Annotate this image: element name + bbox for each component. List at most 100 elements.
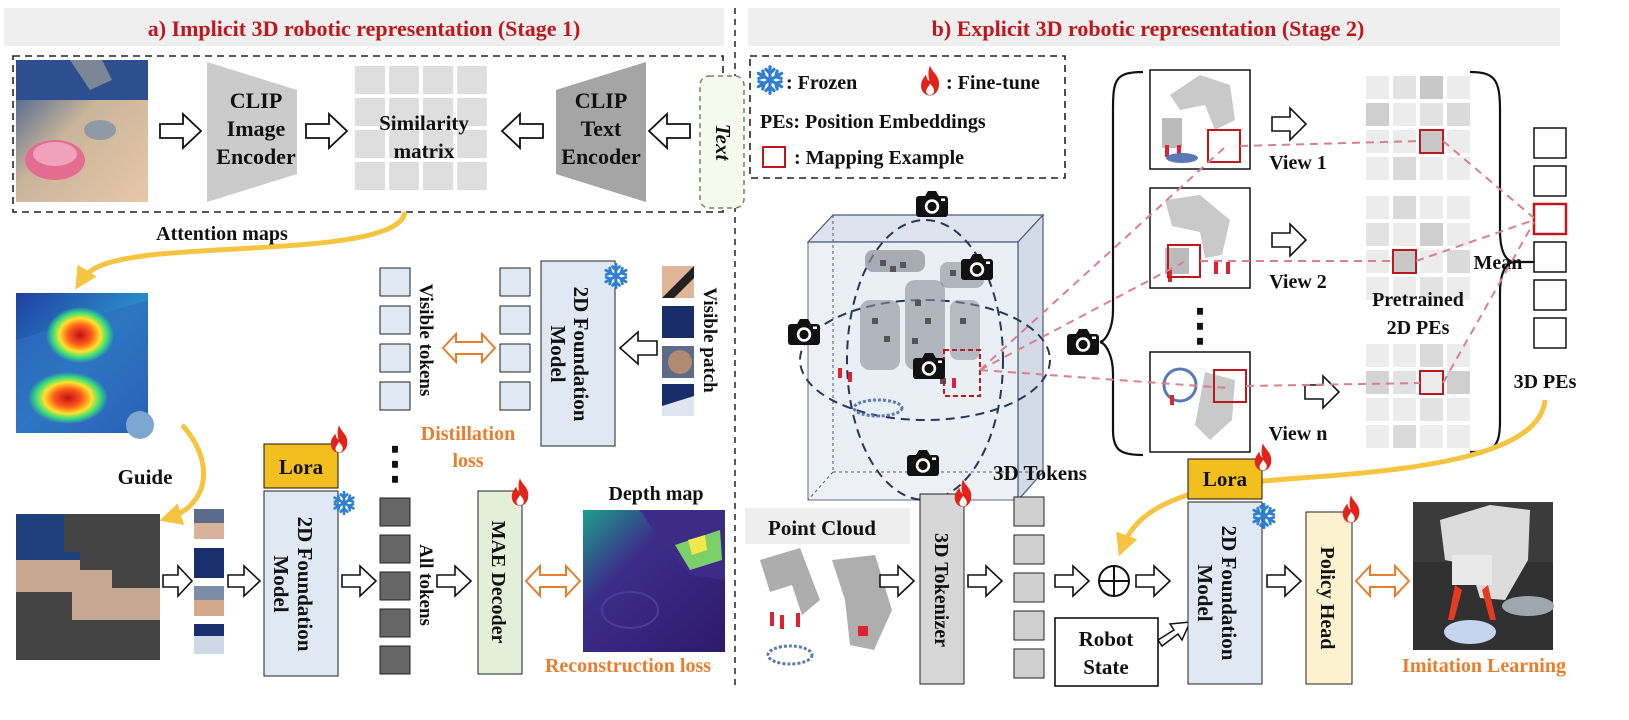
arrow-view1-to-pe: [1271, 106, 1308, 142]
legend-frozen: : Frozen: [786, 72, 857, 94]
lora-box-a: [263, 443, 339, 489]
legend-fine-tune: : Fine-tune: [946, 72, 1040, 94]
robot-state-line1: Robot: [1079, 627, 1134, 651]
input-image: [16, 60, 148, 202]
views-dots: ⋮: [1178, 301, 1222, 350]
all-tokens-column: [379, 497, 411, 675]
visible-patch-label: Visible patch: [699, 287, 720, 393]
clip-text-encoder-line1: CLIP: [575, 88, 628, 113]
views-bracket: [1099, 70, 1144, 457]
circle-plus-icon: [1098, 565, 1130, 597]
masked-patches: [194, 509, 224, 654]
foundation-model-a-top-line2: Model: [546, 325, 570, 382]
tokens-3d-column: [1013, 496, 1045, 679]
mean-label: Mean: [1474, 252, 1523, 274]
clip-dashed-box: [12, 55, 724, 213]
distillation-loss-line1: Distillation: [421, 423, 515, 445]
attention-maps-label: Attention maps: [156, 223, 288, 245]
foundation-model-a-top-line1: 2D Foundation: [569, 287, 593, 422]
reconstruction-double-arrow: [524, 563, 582, 599]
policy-head: [1305, 511, 1353, 685]
tokenizer-3d: [919, 493, 965, 685]
panel-a-title: a) Implicit 3D robotic representation (S…: [148, 16, 581, 41]
mapping-lines: [979, 140, 1535, 389]
point-cloud-label: Point Cloud: [768, 516, 876, 540]
arrow-image-to-encoder: [159, 111, 203, 151]
clip-text-encoder-line3: Encoder: [561, 144, 641, 169]
lora-label-b: Lora: [1203, 467, 1248, 491]
foundation-model-b: [1187, 501, 1263, 685]
clip-image-encoder-line3: Encoder: [216, 144, 296, 169]
imitation-learning-label: Imitation Learning: [1402, 655, 1566, 677]
arrow-patches-to-model: [227, 564, 262, 598]
foundation-model-b-line2: Model: [1193, 564, 1217, 621]
distillation-double-arrow: [441, 331, 497, 365]
pretrained-pes-line2: 2D PEs: [1387, 317, 1450, 339]
clip-image-encoder-line2: Image: [227, 116, 286, 141]
point-cloud-image: [760, 548, 892, 666]
arrow-text-encoder-to-matrix: [500, 111, 544, 151]
lora-label-a: Lora: [279, 455, 324, 479]
similarity-matrix-line1: Similarity: [379, 111, 469, 135]
arrow-viewn-to-pe: [1304, 374, 1341, 410]
token-ellipsis-a: ⋮: [373, 439, 417, 488]
panel-b-title: b) Explicit 3D robotic representation (S…: [932, 16, 1365, 41]
view-image-2: [1149, 187, 1251, 289]
foundation-model-a-bottom-line2: Model: [269, 555, 293, 612]
arrow-robotstate-to-model: [1156, 621, 1192, 648]
pe-grid-1: [1366, 76, 1470, 180]
arrow-view2-to-pe: [1271, 222, 1308, 258]
robot-state-box: [1054, 617, 1159, 687]
attention-arrow: [75, 211, 408, 290]
foundation-model-a-bottom: [263, 490, 339, 677]
attention-heatmap: [16, 293, 154, 439]
text-input-label: Text: [711, 124, 735, 162]
pretrained-pes-line1: Pretrained: [1372, 289, 1464, 311]
legend-pes: PEs: Position Embeddings: [760, 111, 986, 133]
similarity-matrix-grid: [355, 66, 487, 190]
pes-3d-column: [1532, 127, 1568, 349]
flame-icon: [330, 425, 348, 453]
arrow-patch-to-model: [618, 330, 658, 366]
flame-icon: [511, 478, 529, 506]
depth-map-label: Depth map: [608, 483, 703, 505]
arrow-plus-to-model: [1135, 564, 1172, 598]
flame-icon: [1254, 443, 1272, 471]
masked-image: [16, 514, 160, 660]
robot-photo: [1413, 502, 1554, 650]
all-tokens-label: All tokens: [415, 544, 436, 626]
guide-arrow: [159, 423, 207, 525]
arrow-tokens-to-plus: [1054, 564, 1091, 598]
pes-3d-label: 3D PEs: [1514, 371, 1577, 393]
depth-map-image: [583, 510, 725, 652]
arrow-encoder-to-matrix: [305, 111, 349, 151]
view-label-2: View 2: [1269, 271, 1327, 293]
clip-image-encoder-line1: CLIP: [230, 88, 283, 113]
mae-decoder: [477, 490, 523, 675]
arrow-pointcloud-to-tokenizer: [879, 564, 916, 598]
visible-patch-images: [662, 266, 694, 416]
arrow-text-to-encoder: [647, 111, 691, 151]
view-image-n: [1149, 351, 1251, 453]
view-label-n: View n: [1269, 423, 1328, 445]
arrow-model-to-tokens: [341, 564, 378, 598]
pe-grid-2: [1366, 196, 1470, 300]
foundation-model-b-line1: 2D Foundation: [1217, 526, 1241, 661]
snowflake-icon: [756, 65, 784, 95]
camera-icon: [1067, 329, 1099, 355]
reconstruction-loss-label: Reconstruction loss: [545, 655, 711, 677]
arrow-tokens-to-decoder: [436, 564, 473, 598]
tokenizer-3d-label: 3D Tokenizer: [930, 533, 952, 647]
visible-tokens-label: Visible tokens: [415, 284, 436, 397]
view-label-1: View 1: [1269, 152, 1327, 174]
flame-icon: [1342, 495, 1360, 523]
mae-decoder-label: MAE Decoder: [487, 521, 509, 644]
imitation-double-arrow: [1354, 563, 1411, 599]
text-input-box: [699, 75, 745, 209]
arrow-tokenizer-to-tokens: [967, 564, 1004, 598]
foundation-model-a-top: [540, 260, 616, 447]
guide-label: Guide: [118, 465, 173, 489]
clip-image-encoder: [207, 62, 297, 202]
tokens-3d-label: 3D Tokens: [993, 461, 1087, 485]
